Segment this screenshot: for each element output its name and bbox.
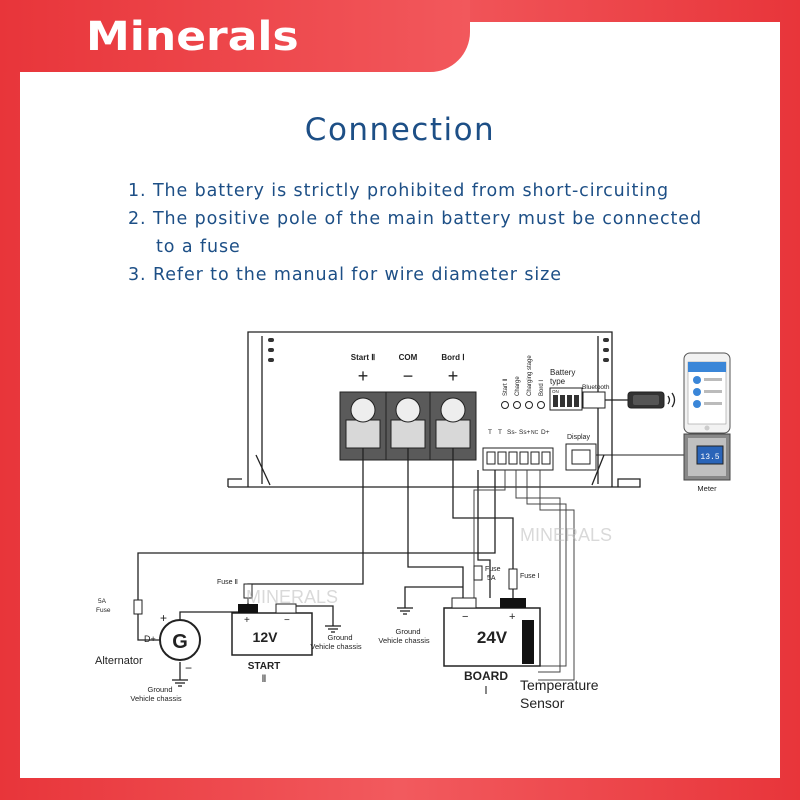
fuse-start-icon xyxy=(243,583,253,599)
wireless-icon xyxy=(667,392,676,408)
start-minus: − xyxy=(284,615,290,626)
battery-type-label-2: type xyxy=(550,377,566,386)
pin-d-plus: D+ xyxy=(541,429,550,436)
board-roman: Ⅰ xyxy=(484,685,487,697)
fuse-board-icon xyxy=(508,568,518,590)
smartphone-app xyxy=(683,352,731,434)
battery-start xyxy=(231,603,313,656)
pin-t1: T xyxy=(488,429,492,436)
pin-nc: NC xyxy=(531,430,539,436)
alternator-icon xyxy=(159,619,201,661)
status-leds xyxy=(501,401,545,409)
terminal-label-com: COM xyxy=(399,353,418,362)
start-roman: Ⅱ xyxy=(262,674,267,685)
pin-ss-plus: Ss+ xyxy=(519,429,531,436)
watermark-1: MINERALS xyxy=(520,525,612,545)
meter-label: Meter xyxy=(697,484,717,493)
temp-sensor-label-1: Temperature xyxy=(520,677,599,693)
display-port xyxy=(565,443,597,471)
sensor-wiring xyxy=(473,470,575,681)
watermark-2: MINERALS xyxy=(246,587,338,607)
led-label-start: Start Ⅱ xyxy=(503,379,509,396)
meter-reading: 13.5 xyxy=(700,453,719,462)
fuse-left-label: Fuse xyxy=(96,607,111,614)
board-voltage: 24V xyxy=(477,628,508,647)
alternator-chassis-label: Vehicle chassis xyxy=(130,694,182,703)
board-plus: + xyxy=(509,611,515,623)
alternator-label: Alternator xyxy=(95,655,143,667)
note-2-cont: to a fuse xyxy=(156,237,241,257)
fuse-start-label: Fuse Ⅱ xyxy=(217,579,238,586)
board-ground-icon xyxy=(397,607,413,615)
terminal-label-start: Start Ⅱ xyxy=(351,353,375,362)
fuse-5a-icon xyxy=(473,565,483,581)
fuse-5a-amps: 5A xyxy=(487,575,496,582)
controller-housing xyxy=(227,331,641,488)
start-voltage: 12V xyxy=(253,629,279,645)
bluetooth-module xyxy=(627,391,665,409)
start-name: START xyxy=(248,661,281,672)
pin-t2: T xyxy=(498,429,502,436)
display-label: Display xyxy=(567,434,590,441)
alternator-ground-label: Ground xyxy=(147,685,172,694)
start-ground-label: Ground xyxy=(327,633,352,642)
alternator-plus: + xyxy=(160,611,167,625)
polarity-com: − xyxy=(403,366,414,386)
signal-connector xyxy=(482,447,554,471)
battery-type-label-1: Battery xyxy=(550,368,575,377)
start-plus: + xyxy=(244,615,250,626)
polarity-start: + xyxy=(358,366,369,386)
led-label-board: Bord Ⅰ xyxy=(539,380,545,396)
temp-sensor-label-2: Sensor xyxy=(520,695,565,711)
led-label-charging-stage: Charging stage xyxy=(527,355,533,396)
alternator-letter: G xyxy=(172,631,188,653)
alternator-minus: − xyxy=(185,661,192,675)
start-ground-icon xyxy=(325,625,341,633)
start-chassis-label: Vehicle chassis xyxy=(310,642,362,651)
fuse-left-amps: 5A xyxy=(98,598,107,605)
brand-logo: Minerals xyxy=(86,14,299,60)
fuse-left-icon xyxy=(133,599,143,615)
logo-banner: Minerals xyxy=(0,0,470,72)
note-1: 1. The battery is strictly prohibited fr… xyxy=(128,181,669,201)
alternator-ground-icon xyxy=(172,679,188,687)
terminal-label-board: Bord Ⅰ xyxy=(441,353,464,362)
polarity-board: + xyxy=(448,366,459,386)
alternator-d-plus: D+ xyxy=(144,634,156,644)
battery-type-switch xyxy=(549,387,583,411)
housing-vents xyxy=(268,338,609,362)
bluetooth-port xyxy=(582,391,606,409)
board-chassis-label: Vehicle chassis xyxy=(378,636,430,645)
switch-on-label: ON xyxy=(552,389,559,394)
page-title: Connection xyxy=(304,112,496,148)
temperature-sensor-probe xyxy=(522,620,534,664)
board-ground-label: Ground xyxy=(395,627,420,636)
bluetooth-label: Bluetooth xyxy=(582,384,610,391)
pin-ss-minus: Ss- xyxy=(507,429,517,436)
board-name: BOARD xyxy=(464,669,508,683)
board-minus: − xyxy=(462,611,468,623)
fuse-board-label: Fuse Ⅰ xyxy=(520,573,540,580)
led-label-charge: Charge xyxy=(515,376,521,396)
fuse-5a-label: Fuse xyxy=(485,566,501,573)
note-2: 2. The positive pole of the main battery… xyxy=(128,209,702,229)
meter-device: 13.5 xyxy=(683,433,731,481)
note-3: 3. Refer to the manual for wire diameter… xyxy=(128,265,562,285)
wiring xyxy=(137,448,514,680)
